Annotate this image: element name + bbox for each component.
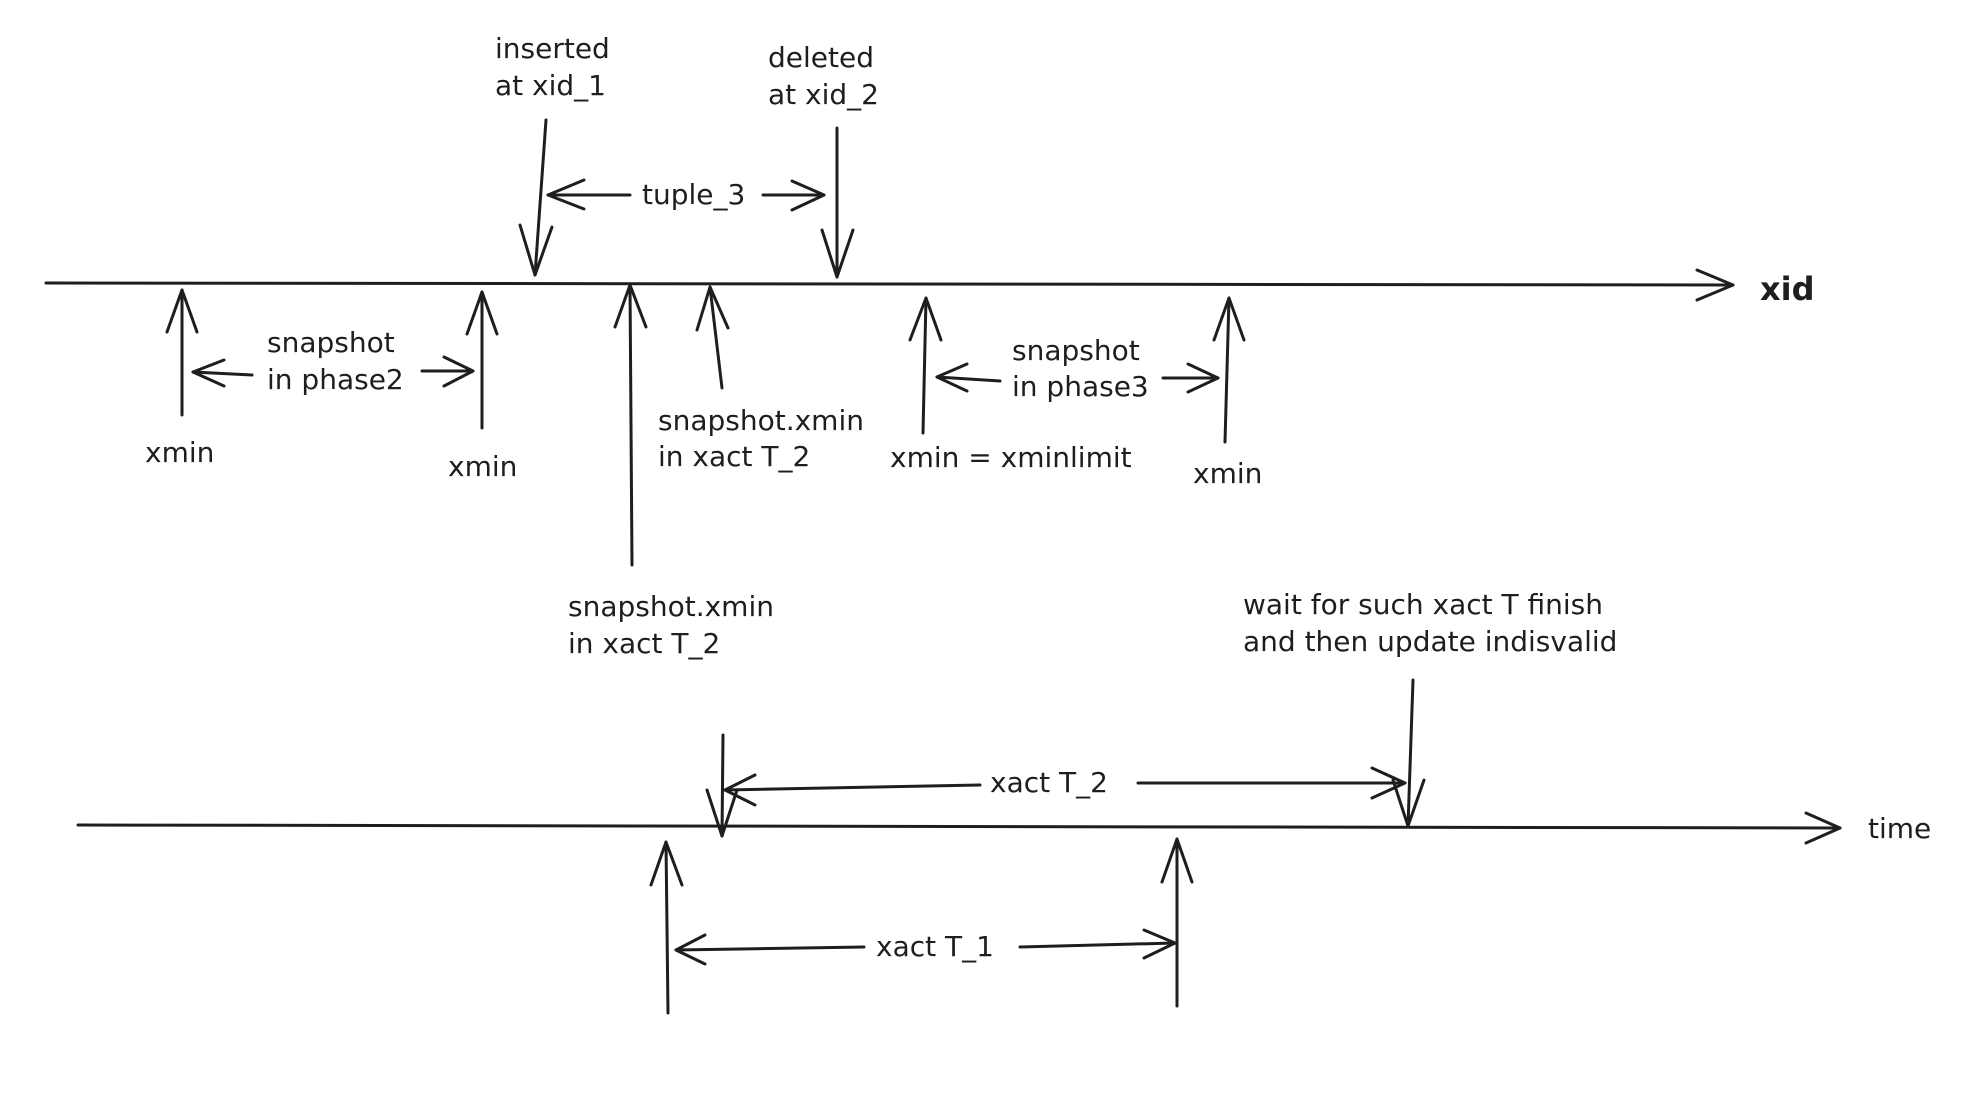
- xmin-label-3: xmin: [1193, 457, 1262, 490]
- xid-axis-label: xid: [1760, 270, 1815, 308]
- xid-axis-arrowhead: [1695, 268, 1735, 302]
- snapshot-phase2-label-line2: in phase2: [267, 363, 404, 396]
- time-axis-arrowhead: [1804, 811, 1842, 845]
- xid-axis-line: [44, 281, 1735, 287]
- xact-t2-arrow-left-line: [723, 783, 982, 792]
- inserted-marker: inserted at xid_1: [495, 32, 610, 277]
- xact-t1-end-arrowhead: [1160, 837, 1194, 884]
- snapshot-xmin-lower-label-line2: in xact T_2: [568, 627, 720, 660]
- phase2-left-arrowhead: [165, 288, 199, 334]
- wait-arrowhead: [1391, 778, 1426, 828]
- wait-label-line1: wait for such xact T finish: [1243, 588, 1603, 621]
- phase2-right-arrowhead: [465, 290, 499, 336]
- xact-t1-arrow-left-head: [674, 933, 707, 966]
- time-axis-line: [76, 823, 1842, 830]
- xmin-label-2: xmin: [448, 450, 517, 483]
- xact-t2-arrow-left-head: [723, 773, 757, 807]
- snapshot-xmin-long-up-arrow: [628, 283, 634, 567]
- deleted-arrowhead: [820, 228, 855, 279]
- snapshot-phase2-label-line1: snapshot: [267, 326, 395, 359]
- snapshot-phase2: xmin snapshot in phase2 xmin: [145, 288, 517, 483]
- xact-t2-arrow-right-head: [1370, 766, 1407, 800]
- phase3-left-up-arrow: [921, 296, 928, 435]
- snapshot-xmin-short-arrowhead: [695, 285, 730, 332]
- xact-t2-label: xact T_2: [990, 766, 1108, 799]
- snapshot-xmin-upper-marker: snapshot.xmin in xact T_2: [658, 285, 864, 473]
- time-axis: time: [76, 811, 1931, 845]
- snapshot-xmin-long-arrowhead: [613, 283, 648, 329]
- xact-t1-arrow-left-line: [674, 945, 866, 952]
- xact-t1-start-up-arrow: [664, 840, 670, 1015]
- xact-t1-arrow-right-line: [1018, 941, 1177, 949]
- snapshot-xmin-upper-label-line1: snapshot.xmin: [658, 404, 864, 437]
- xact-t1-start-arrowhead: [649, 840, 684, 887]
- phase2-arrow-left-line: [191, 370, 254, 377]
- snapshot-phase3-label-line1: snapshot: [1012, 334, 1140, 367]
- snapshot-xmin-lower-marker: snapshot.xmin in xact T_2: [568, 283, 774, 660]
- tuple-span: tuple_3: [546, 178, 826, 212]
- xact-t2-span: xact T_2: [705, 733, 1407, 838]
- xact-t1-label: xact T_1: [876, 930, 994, 963]
- phase2-arrow-right-head: [442, 355, 475, 388]
- wait-marker: wait for such xact T finish and then upd…: [1243, 588, 1617, 828]
- snapshot-phase3-label-line2: in phase3: [1012, 370, 1149, 403]
- tuple-arrow-right-head: [790, 179, 826, 212]
- xact-t2-start-down-arrow: [720, 733, 725, 838]
- inserted-arrowhead: [518, 223, 554, 277]
- xmin-label-1: xmin: [145, 436, 214, 469]
- phase3-left-arrowhead: [908, 296, 943, 342]
- inserted-label-line2: at xid_1: [495, 69, 606, 102]
- inserted-down-arrow: [533, 118, 548, 277]
- phase2-arrow-left-head: [191, 358, 226, 388]
- inserted-label-line1: inserted: [495, 32, 610, 65]
- xact-t2-start-arrowhead: [705, 788, 739, 838]
- snapshot-xmin-upper-label-line2: in xact T_2: [658, 440, 810, 473]
- wait-label-line2: and then update indisvalid: [1243, 625, 1617, 658]
- snapshot-phase3: xmin = xminlimit snapshot in phase3 xmin: [890, 296, 1262, 490]
- tuple-label: tuple_3: [642, 178, 745, 211]
- phase3-right-arrowhead: [1212, 296, 1246, 342]
- wait-down-arrow: [1406, 678, 1415, 828]
- phase3-right-up-arrow: [1223, 296, 1231, 444]
- xid-axis: xid: [44, 268, 1815, 308]
- snapshot-xmin-lower-label-line1: snapshot.xmin: [568, 590, 774, 623]
- phase3-arrow-right-head: [1186, 362, 1220, 394]
- xact-t1-arrow-right-head: [1142, 928, 1177, 960]
- xact-t1-span: xact T_1: [649, 837, 1194, 1015]
- phase3-arrow-left-line: [935, 375, 1002, 383]
- deleted-label-line2: at xid_2: [768, 78, 879, 111]
- phase3-arrow-left-head: [935, 362, 969, 393]
- xmin-xminlimit-label: xmin = xminlimit: [890, 441, 1132, 474]
- deleted-marker: deleted at xid_2: [768, 41, 879, 279]
- deleted-label-line1: deleted: [768, 41, 874, 74]
- time-axis-label: time: [1868, 812, 1931, 845]
- tuple-arrow-left-head: [546, 178, 586, 211]
- snapshot-xmin-short-up-arrow: [708, 285, 724, 390]
